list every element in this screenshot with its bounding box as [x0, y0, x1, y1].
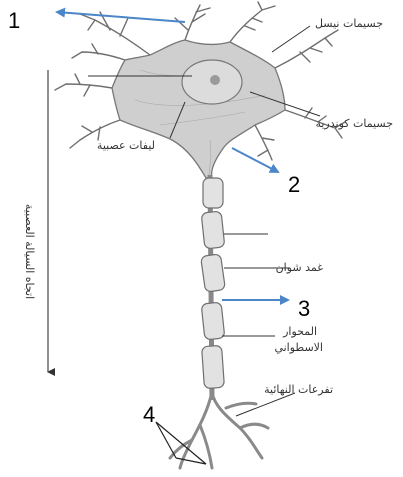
label-nissl-bodies: جسيمات نيسل — [315, 18, 383, 31]
arrow-1 — [57, 12, 185, 22]
schwann-segment-4 — [201, 302, 225, 340]
nucleolus — [210, 75, 220, 85]
axon — [201, 175, 226, 400]
label-schwann-sheath: غمد شوان — [276, 262, 323, 275]
arrow-2 — [232, 148, 278, 172]
label-axon-line2: الاسطواني — [274, 342, 323, 355]
label-neurofibrils: ليفات عصبية — [97, 140, 155, 153]
label-axon-line1: المحوار — [283, 326, 317, 339]
number-1: 1 — [8, 10, 20, 32]
label-mitochondria: جسيمات كوندرية — [315, 118, 393, 131]
schwann-segment-5 — [202, 345, 225, 388]
number-4: 4 — [143, 404, 155, 426]
schwann-segment-2 — [201, 211, 225, 249]
number-3: 3 — [298, 298, 310, 320]
number-2: 2 — [288, 174, 300, 196]
label-terminal-branches: تفرعات النهائية — [264, 384, 333, 397]
schwann-segment-1 — [203, 178, 223, 208]
schwann-segment-3 — [201, 254, 226, 292]
label-impulse-direction: اتجاه السيالة العصبية — [23, 204, 36, 299]
axon-terminals — [170, 392, 268, 468]
cell-body — [112, 40, 285, 178]
